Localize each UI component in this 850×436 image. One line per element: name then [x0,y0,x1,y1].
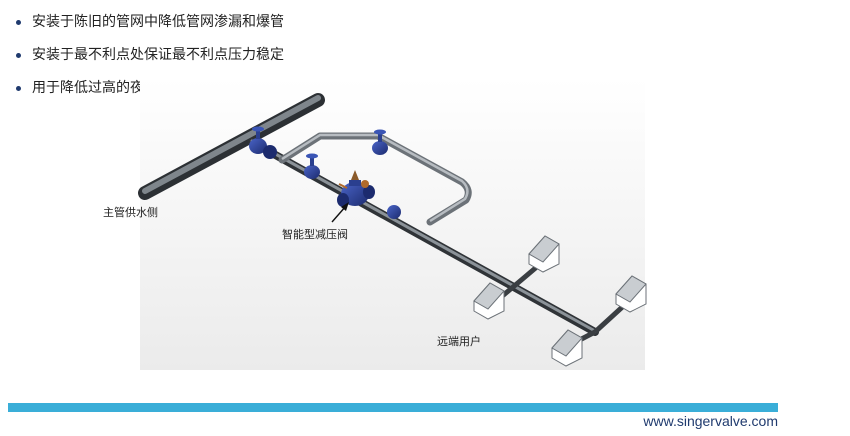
main-supply-pipe [138,93,325,200]
smart-valve-pointer-arrow [331,202,349,223]
isolation-valve [263,145,277,159]
feature-bullet-text: 安装于最不利点处保证最不利点压力稳定 [32,47,284,63]
isolation-valve [304,153,320,179]
bullet-dot-icon [16,86,21,91]
main-supply-label: 主管供水侧 [103,206,158,219]
bypass-pipe [278,132,472,226]
smart-valve-label: 智能型减压阀 [282,228,348,241]
feature-bullet: 安装于陈旧的管网中降低管网渗漏和爆管 [14,6,284,39]
isolation-valve [387,205,401,219]
website-url: www.singervalve.com [643,413,778,429]
isolation-valve [372,129,388,155]
bullet-dot-icon [16,53,21,58]
feature-bullet: 安装于最不利点处保证最不利点压力稳定 [14,39,284,72]
feature-bullet-text: 安装于陈旧的管网中降低管网渗漏和爆管 [32,14,284,30]
remote-user-house [473,282,505,320]
remote-user-house [551,329,583,367]
bullet-dot-icon [16,20,21,25]
remote-user-label: 远端用户 [437,335,481,348]
isolation-valve [249,126,267,154]
accent-divider-bar [8,403,778,412]
smart-pressure-reducing-valve [337,170,375,207]
remote-user-house [615,275,647,313]
remote-user-house [528,235,560,273]
